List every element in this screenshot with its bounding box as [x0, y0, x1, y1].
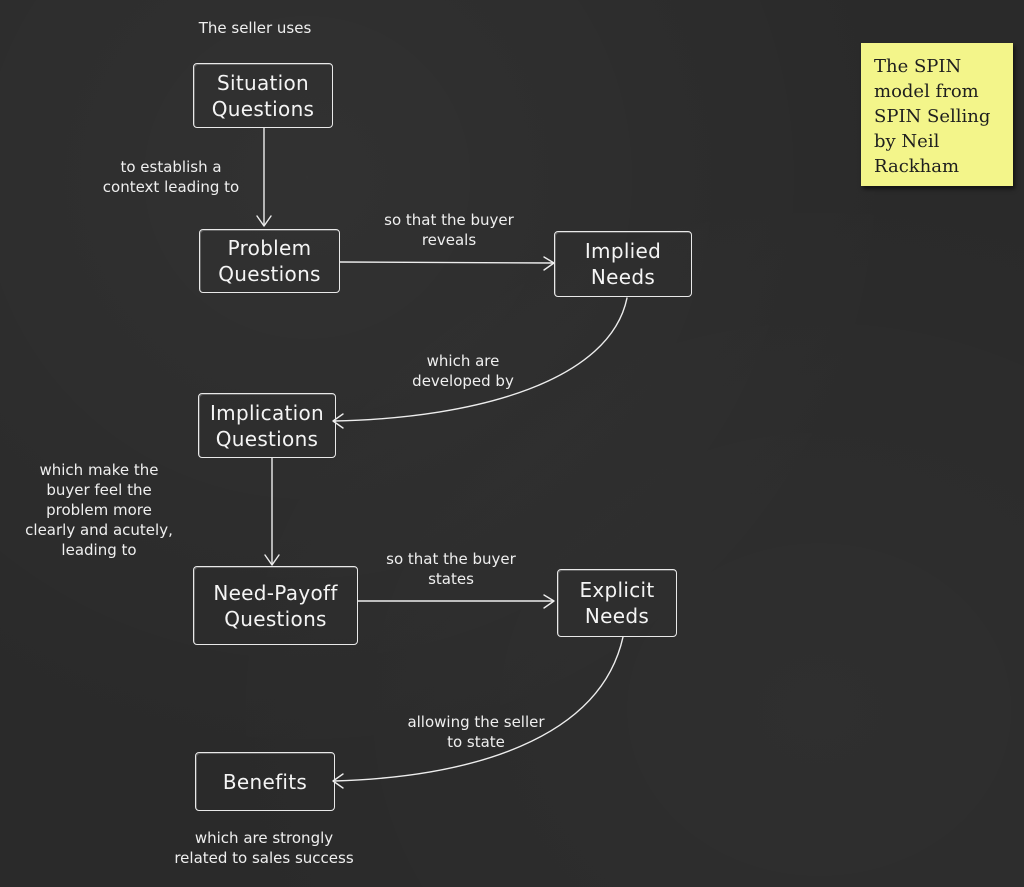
box-line: Questions: [218, 262, 321, 286]
label-line: leading to: [61, 541, 137, 559]
label-developed-by: which are developed by: [412, 351, 514, 391]
sticky-line: Rackham: [874, 156, 960, 177]
label-buyer-reveals: so that the buyer reveals: [384, 210, 514, 250]
problem-questions-box: Problem Questions: [199, 229, 340, 293]
label-buyer-states: so that the buyer states: [386, 549, 516, 589]
explicit-needs-box: Explicit Needs: [557, 569, 677, 637]
box-line: Implied: [584, 239, 662, 263]
label-line: to state: [447, 733, 505, 751]
label-line: to establish a: [120, 158, 222, 176]
box-line: Problem: [227, 236, 312, 260]
box-line: Questions: [215, 426, 319, 451]
box-line: Needs: [590, 265, 656, 289]
implied-needs-box: Implied Needs: [554, 231, 692, 297]
box-line: Need-Payoff: [213, 580, 338, 605]
label-line: buyer feel the: [46, 481, 152, 499]
benefits-box: Benefits: [195, 752, 335, 811]
label-line: states: [428, 570, 474, 588]
label-line: clearly and acutely,: [25, 521, 173, 539]
situation-questions-box: Situation Questions: [193, 63, 333, 128]
label-line: so that the buyer: [384, 211, 514, 229]
box-line: Implication: [209, 400, 325, 425]
implication-questions-box: Implication Questions: [198, 393, 336, 458]
box-line: Needs: [584, 604, 650, 628]
sticky-line: model from: [874, 81, 979, 102]
label-line: which are strongly: [194, 829, 334, 847]
sticky-line: SPIN Selling: [874, 106, 991, 127]
sticky-line: The SPIN: [874, 56, 962, 77]
box-line: Explicit: [579, 578, 655, 602]
label-line: related to sales success: [174, 849, 354, 867]
label-line: reveals: [421, 231, 477, 249]
label-line: context leading to: [102, 178, 240, 196]
label-line: The seller uses: [198, 19, 312, 37]
label-related-success: which are strongly related to sales succ…: [174, 828, 353, 868]
box-line: Questions: [211, 96, 315, 121]
label-line: allowing the seller: [407, 713, 545, 731]
label-line: developed by: [412, 372, 514, 390]
label-line: which are: [426, 352, 500, 370]
label-line: which make the: [39, 461, 159, 479]
label-line: so that the buyer: [386, 550, 516, 568]
label-establish-context: to establish a context leading to: [103, 157, 239, 197]
need-payoff-questions-box: Need-Payoff Questions: [193, 566, 358, 645]
label-line: problem more: [46, 501, 152, 519]
box-line: Situation: [216, 70, 310, 95]
label-make-buyer-feel: which make the buyer feel the problem mo…: [25, 460, 173, 560]
sticky-note: The SPIN model from SPIN Selling by Neil…: [861, 43, 1013, 186]
sticky-line: by Neil: [874, 131, 940, 152]
label-seller-to-state: allowing the seller to state: [407, 712, 544, 752]
box-line: Questions: [224, 606, 327, 631]
box-line: Benefits: [222, 769, 308, 794]
label-seller-uses: The seller uses: [199, 18, 312, 38]
